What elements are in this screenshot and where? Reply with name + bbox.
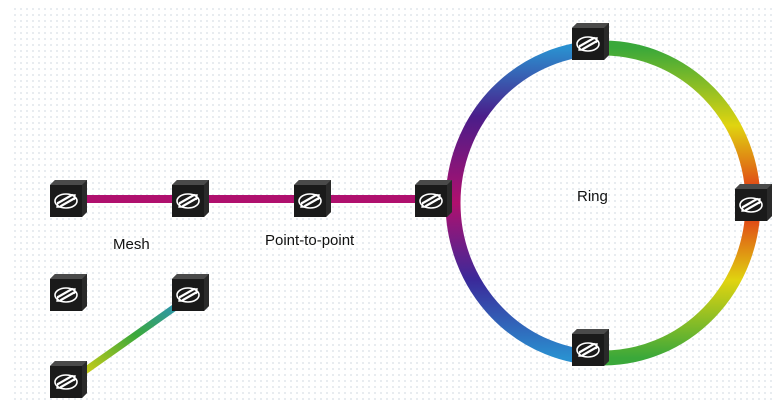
network-switch-icon: [292, 178, 333, 219]
network-switch-icon: [170, 178, 211, 219]
network-switch-icon: [413, 178, 454, 219]
network-switch-icon: [570, 327, 611, 368]
network-switch-icon: [48, 272, 89, 313]
network-switch-icon: [48, 359, 89, 400]
ring-link-left: [445, 40, 604, 366]
network-switch-icon: [48, 178, 89, 219]
mesh-label: Mesh: [113, 236, 150, 253]
point-to-point-label: Point-to-point: [265, 232, 355, 249]
ring-label: Ring: [577, 188, 608, 205]
mesh-link-diagonal: [69, 295, 191, 383]
network-switch-icon: [570, 21, 611, 62]
network-switch-icon: [733, 182, 774, 223]
dotted-background: [14, 8, 776, 404]
network-switch-icon: [170, 272, 211, 313]
